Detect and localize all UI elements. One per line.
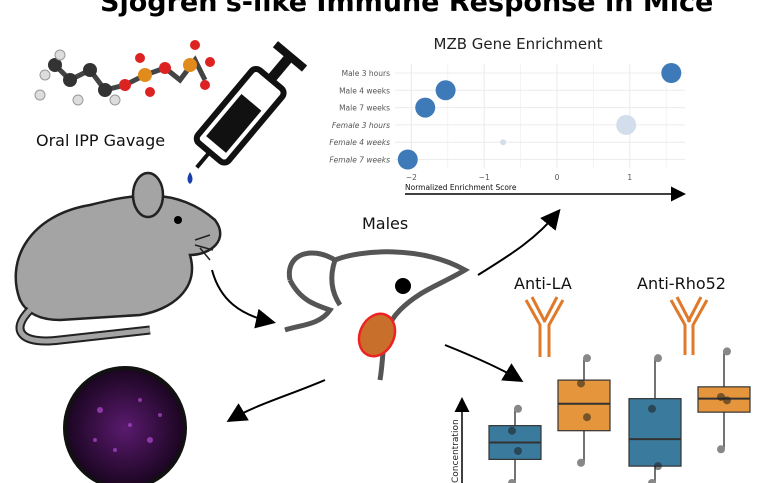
microscopy-signal (93, 398, 162, 452)
droplet-icon (187, 172, 193, 184)
microscopy-image (63, 366, 187, 483)
antibody-icon-rho52 (669, 296, 709, 355)
data-point (415, 97, 436, 118)
y-tick-label: Female 7 weeks (329, 156, 390, 165)
x-axis-label: Normalized Enrichment Score (405, 183, 517, 192)
data-point (508, 426, 516, 435)
males-label: Males (362, 214, 409, 233)
data-point (717, 445, 725, 454)
flow-arrows (211, 208, 561, 423)
x-tick-label: −2 (406, 173, 417, 182)
box (557, 379, 611, 432)
data-point (500, 139, 507, 146)
salivary-gland-icon (357, 312, 397, 358)
data-point (616, 114, 637, 135)
data-point (654, 462, 662, 471)
data-point (648, 479, 656, 483)
data-point (514, 446, 522, 455)
data-point (648, 404, 656, 413)
data-point (577, 379, 585, 388)
data-point (583, 354, 591, 363)
x-tick-label: 1 (627, 173, 632, 182)
y-tick-label: Male 3 hours (342, 69, 390, 78)
data-point (435, 80, 456, 101)
data-point (654, 354, 662, 363)
gavage-label: Oral IPP Gavage (36, 131, 166, 150)
data-point (661, 63, 682, 83)
y-tick-label: Female 4 weeks (329, 138, 390, 147)
ipp-molecule-icon (34, 40, 215, 106)
data-point (583, 413, 591, 422)
gray-mouse-icon (14, 171, 222, 346)
chart-title: MZB Gene Enrichment (434, 35, 603, 53)
syringe-icon (193, 41, 308, 169)
concentration-label: Concentration (451, 419, 461, 483)
y-tick-label: Female 3 hours (332, 121, 390, 130)
y-tick-label: Male 4 weeks (339, 86, 390, 95)
x-tick-label: −1 (479, 173, 490, 182)
anti-rho52-label: Anti-Rho52 (637, 274, 726, 293)
data-point (514, 404, 522, 413)
data-point (717, 392, 725, 401)
figure-title: Sjogren's-like Immune Response in Mice (100, 0, 714, 18)
antibody-icon-la (524, 296, 565, 357)
x-tick-label: 0 (555, 173, 560, 182)
data-point (397, 149, 418, 170)
y-tick-label: Male 7 weeks (339, 104, 390, 113)
mouse-eye (395, 278, 411, 294)
data-point (577, 458, 585, 467)
data-point (723, 396, 731, 405)
anti-la-label: Anti-LA (514, 274, 572, 293)
data-point (723, 347, 731, 356)
antibody-boxplot (488, 347, 751, 483)
data-point (508, 479, 516, 483)
